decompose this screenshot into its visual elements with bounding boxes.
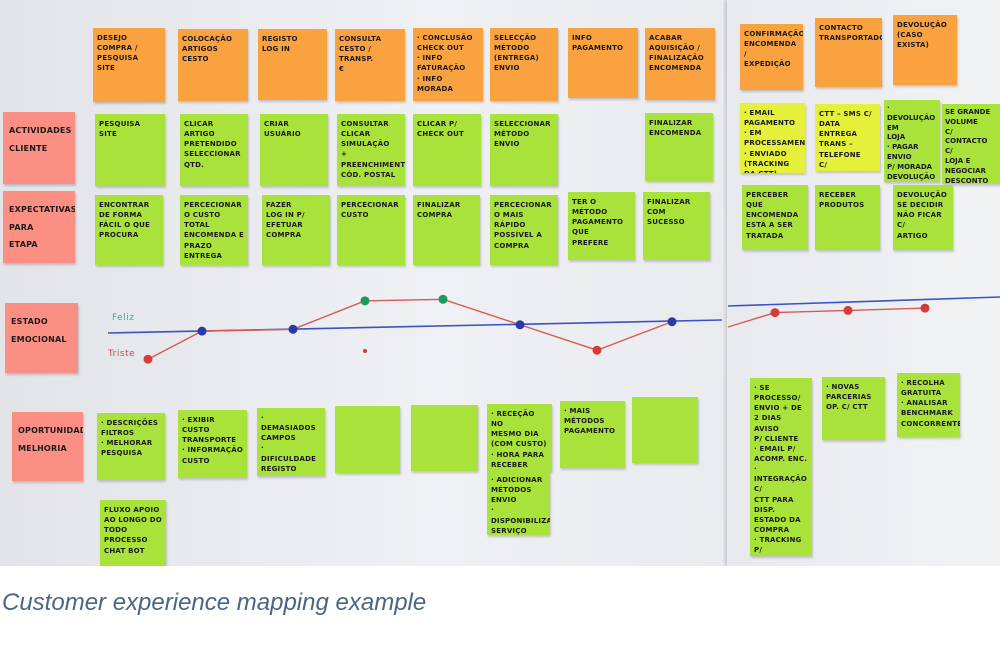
row-label: Estado Emocional: [5, 303, 78, 373]
emotion-point: [515, 320, 525, 330]
expectation-note: Devolução se decidir não ficar c/ artigo: [893, 185, 953, 250]
baseline: [727, 296, 1000, 307]
expectation-note: Perceber que encomenda está a ser tratad…: [742, 185, 808, 250]
activity-note: · Devolução em loja · Pagar envio p/ mor…: [884, 100, 940, 182]
expectation-note: Ter o método pagamento que prefere: [568, 192, 635, 260]
opportunity-note: · Descrições filtros · Melhorar pesquisa: [97, 413, 165, 480]
emotion-point: [592, 345, 602, 355]
stage-note: Info pagamento: [568, 28, 638, 98]
expectation-note: Percecionar custo: [337, 195, 405, 265]
activity-note: Se grande volume c/ contacto c/ loja e n…: [942, 104, 1000, 184]
stage-note: Desejo compra / pesquisa site: [93, 28, 165, 102]
activity-note: · Email pagamento · Em processamento · E…: [740, 103, 805, 173]
sad-label: Triste: [108, 349, 136, 359]
stage-note: Consulta cesto / transp. €: [335, 29, 405, 101]
emotion-line: [147, 298, 673, 360]
expectation-note: Fazer log in p/ efetuar compra: [262, 195, 330, 265]
activity-note: Clicar p/ check out: [413, 114, 481, 186]
stage-note: Colocação artigos cesto: [178, 29, 248, 101]
activity-note: Criar usuário: [260, 114, 328, 186]
emotion-point: [843, 305, 853, 315]
stage-note: Registo log in: [258, 29, 327, 100]
opportunity-note: · Se processo/ envio + de 2 dias aviso p…: [750, 378, 812, 556]
expectation-note: Percecionar o custo total encomenda e pr…: [180, 195, 248, 265]
activity-note: Pesquisa site: [95, 114, 165, 186]
opportunity-note: · Adicionar métodos envio · Disponibiliz…: [487, 470, 550, 535]
opportunity-note: · Recolha gratuita · Analisar benchmark …: [897, 373, 960, 437]
emotion-line: [727, 307, 926, 328]
happy-label: Feliz: [112, 313, 135, 323]
opportunity-note: [632, 397, 698, 463]
emotion-point: [288, 324, 298, 334]
stage-note: Acabar aquisição / finalização encomenda: [645, 28, 715, 100]
expectation-note: Finalizar com sucesso: [643, 192, 710, 260]
stray-marker-dot: [363, 349, 367, 353]
opportunity-note: [411, 405, 478, 471]
emotion-point: [667, 317, 677, 327]
emotion-point: [360, 296, 370, 306]
caption: Customer experience mapping example: [2, 589, 427, 616]
row-label: Oportunidades Melhoria: [12, 412, 83, 481]
opportunity-note: · Mais métodos pagamento: [560, 401, 625, 468]
opportunity-note: · Exibir custo transporte · Informação c…: [178, 410, 247, 478]
emotion-curve: [107, 294, 1000, 364]
journey-map-photo: Feliz Triste Actividades ClienteExpectat…: [0, 0, 1000, 566]
stage-note: Selecção método (entrega) envio: [490, 28, 558, 101]
activity-note: Finalizar encomenda: [645, 113, 713, 181]
stage-note: · Conclusão check out · Info faturação ·…: [413, 28, 483, 101]
emotion-point: [143, 354, 153, 364]
opportunity-note: · Receção no mesmo dia (com custo) · Hor…: [487, 404, 552, 471]
row-label: Expectativas para etapa: [3, 191, 75, 263]
expectation-note: Encontrar de forma fácil o que procura: [95, 195, 163, 265]
emotion-point: [920, 303, 930, 313]
opportunity-note: Fluxo apoio ao longo do todo processo ch…: [100, 500, 166, 566]
opportunity-note: [335, 406, 400, 473]
activity-note: Seleccionar método envio: [490, 114, 558, 186]
opportunity-note: · Novas parcerias op. c/ CTT: [822, 377, 885, 440]
activity-note: Consultar clicar simulação + preenchimen…: [337, 114, 405, 186]
expectation-note: Finalizar compra: [413, 195, 480, 265]
activity-note: CTT – SMS c/ data entrega Trans – telefo…: [815, 104, 880, 171]
stage-note: Confirmação encomenda / expedição: [740, 24, 803, 90]
row-label: Actividades Cliente: [3, 112, 75, 184]
expectation-note: Percecionar o mais rápido possível a com…: [490, 195, 558, 265]
opportunity-note: · Demasiados campos · Dificuldade regist…: [257, 408, 325, 476]
emotion-point: [438, 294, 448, 304]
expectation-note: Receber produtos: [815, 185, 880, 250]
stage-note: Devolução (caso exista): [893, 15, 957, 85]
stage-note: Contacto transportadoras: [815, 18, 882, 87]
emotion-point: [197, 326, 207, 336]
activity-note: Clicar artigo pretendido seleccionar qtd…: [180, 114, 248, 186]
emotion-point: [770, 308, 780, 318]
